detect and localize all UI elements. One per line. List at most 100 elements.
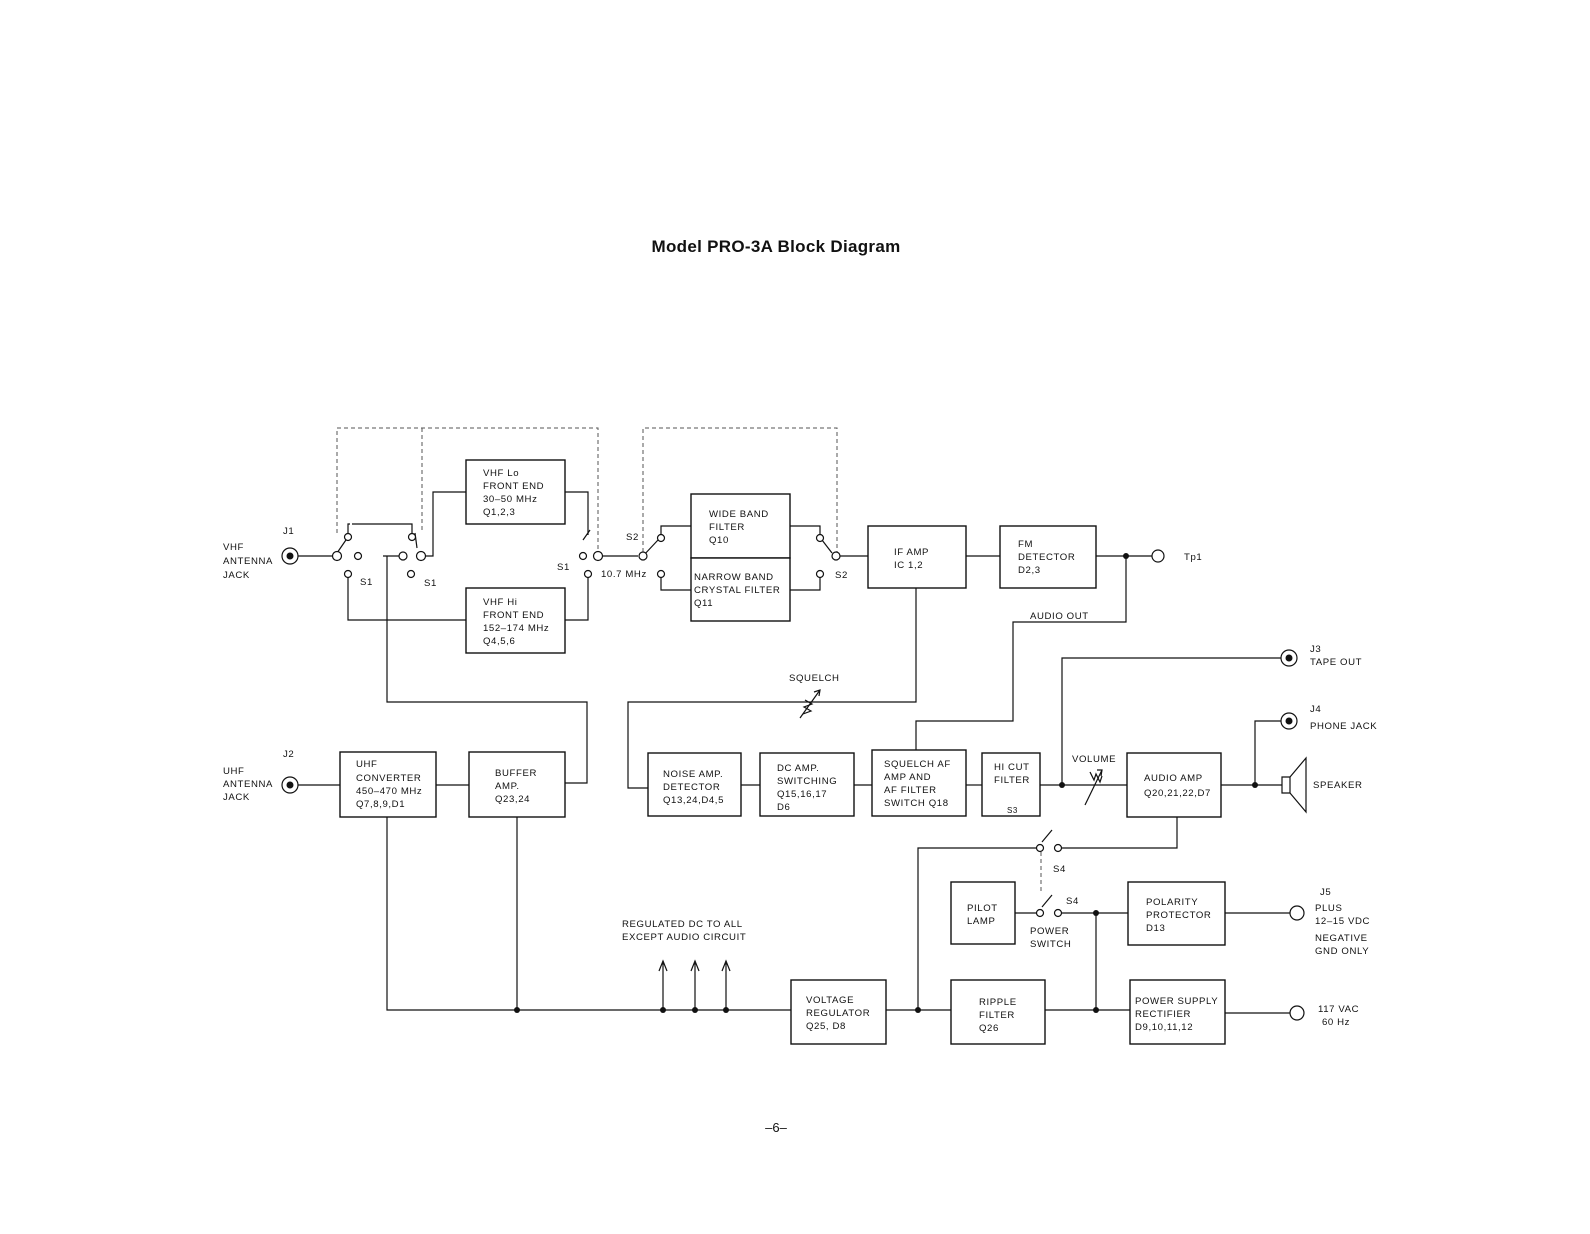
plus-label: PLUS: [1315, 903, 1342, 914]
svg-text:FRONT END: FRONT END: [483, 481, 544, 492]
svg-text:Q4,5,6: Q4,5,6: [483, 636, 515, 647]
s4-label-b: S4: [1066, 896, 1079, 907]
block-dc-amp-switching: DC AMP. SWITCHING Q15,16,17 D6: [759, 752, 855, 817]
svg-text:DC AMP.: DC AMP.: [777, 763, 819, 774]
svg-text:AMP.: AMP.: [495, 781, 520, 792]
tp1-label: Tp1: [1184, 552, 1202, 563]
svg-text:AMP AND: AMP AND: [884, 772, 931, 783]
svg-text:ANTENNA: ANTENNA: [223, 556, 273, 567]
s4-label-a: S4: [1053, 864, 1066, 875]
svg-text:GND ONLY: GND ONLY: [1315, 946, 1369, 957]
squelch-label: SQUELCH: [789, 673, 840, 684]
j5-terminal-icon: [1289, 905, 1305, 921]
audio-out-label: AUDIO OUT: [1030, 611, 1089, 622]
svg-text:Q15,16,17: Q15,16,17: [777, 789, 827, 800]
svg-text:JACK: JACK: [223, 570, 250, 581]
negative-label: NEGATIVE: [1315, 933, 1368, 944]
svg-text:SQUELCH AF: SQUELCH AF: [884, 759, 951, 770]
svg-text:450–470 MHz: 450–470 MHz: [356, 786, 422, 797]
svg-text:WIDE BAND: WIDE BAND: [709, 509, 769, 520]
block-noise-amp-detector: NOISE AMP. DETECTOR Q13,24,D4,5: [647, 752, 742, 817]
svg-text:Q1,2,3: Q1,2,3: [483, 507, 515, 518]
freq-10-7-label: 10.7 MHz: [601, 569, 647, 580]
regulated-dc-label: REGULATED DC TO ALL: [622, 919, 743, 930]
svg-text:DETECTOR: DETECTOR: [663, 782, 720, 793]
speaker-label: SPEAKER: [1313, 780, 1363, 791]
svg-text:30–50 MHz: 30–50 MHz: [483, 494, 537, 505]
block-fm-detector: FM DETECTOR D2,3: [999, 525, 1097, 589]
svg-text:PROTECTOR: PROTECTOR: [1146, 910, 1211, 921]
j4-label: J4: [1310, 704, 1321, 715]
junction-dots: [514, 553, 1258, 1013]
svg-text:SWITCH Q18: SWITCH Q18: [884, 798, 949, 809]
s1-gang-linkage: [336, 427, 599, 552]
svg-text:60 Hz: 60 Hz: [1322, 1017, 1350, 1028]
svg-text:FILTER: FILTER: [979, 1010, 1015, 1021]
j1-label: J1: [283, 526, 294, 537]
svg-text:FILTER: FILTER: [994, 775, 1030, 786]
block-vhf-hi-front-end: VHF Hi FRONT END 152–174 MHz Q4,5,6: [465, 587, 566, 654]
s1-label-a: S1: [360, 577, 373, 588]
svg-text:UHF: UHF: [356, 759, 378, 770]
svg-text:Q26: Q26: [979, 1023, 999, 1034]
tape-out-label: TAPE OUT: [1310, 657, 1362, 668]
svg-text:RIPPLE: RIPPLE: [979, 997, 1017, 1008]
uhf-jack-label: UHF: [223, 766, 245, 777]
svg-text:POWER SUPPLY: POWER SUPPLY: [1135, 996, 1218, 1007]
s2-gang-linkage: [642, 427, 838, 553]
svg-text:Q13,24,D4,5: Q13,24,D4,5: [663, 795, 724, 806]
svg-text:Q25, D8: Q25, D8: [806, 1021, 846, 1032]
svg-text:VHF Lo: VHF Lo: [483, 468, 519, 479]
block-ripple-filter: RIPPLE FILTER Q26: [950, 979, 1046, 1045]
j5-label: J5: [1320, 887, 1331, 898]
svg-text:CONVERTER: CONVERTER: [356, 773, 421, 784]
block-polarity-protector: POLARITY PROTECTOR D13: [1127, 881, 1226, 946]
block-vhf-lo-front-end: VHF Lo FRONT END 30–50 MHz Q1,2,3: [465, 459, 566, 525]
svg-text:DETECTOR: DETECTOR: [1018, 552, 1075, 563]
ac-label: 117 VAC: [1318, 1004, 1359, 1015]
j2-label: J2: [283, 749, 294, 760]
block-squelch-af-amp: SQUELCH AF AMP AND AF FILTER SWITCH Q18: [871, 749, 967, 817]
svg-text:D6: D6: [777, 802, 790, 813]
block-hi-cut-filter: HI CUT FILTER S3: [981, 752, 1041, 817]
svg-text:Q23,24: Q23,24: [495, 794, 530, 805]
wiring: [296, 491, 1307, 1014]
svg-text:AUDIO AMP: AUDIO AMP: [1144, 773, 1203, 784]
s2-label-a: S2: [626, 532, 639, 543]
svg-text:Q20,21,22,D7: Q20,21,22,D7: [1144, 788, 1211, 799]
svg-text:D9,10,11,12: D9,10,11,12: [1135, 1022, 1193, 1033]
svg-text:BUFFER: BUFFER: [495, 768, 537, 779]
svg-text:RECTIFIER: RECTIFIER: [1135, 1009, 1191, 1020]
j4-phone-jack-icon: [1280, 712, 1298, 730]
ac-terminal-icon: [1289, 1005, 1305, 1021]
j1-vhf-jack-icon: [281, 547, 299, 565]
svg-text:REGULATOR: REGULATOR: [806, 1008, 870, 1019]
svg-text:PILOT: PILOT: [967, 903, 998, 914]
svg-text:VHF Hi: VHF Hi: [483, 597, 518, 608]
j3-tape-out-jack-icon: [1280, 649, 1298, 667]
block-buffer-amp: BUFFER AMP. Q23,24: [468, 751, 566, 818]
svg-text:ANTENNA: ANTENNA: [223, 779, 273, 790]
svg-text:SWITCH: SWITCH: [1030, 939, 1071, 950]
s1-label-c: S1: [557, 562, 570, 573]
svg-text:CRYSTAL FILTER: CRYSTAL FILTER: [694, 585, 780, 596]
s1-label-b: S1: [424, 578, 437, 589]
svg-text:LAMP: LAMP: [967, 916, 996, 927]
s2-label-b: S2: [835, 570, 848, 581]
svg-text:FRONT END: FRONT END: [483, 610, 544, 621]
volume-label: VOLUME: [1072, 754, 1116, 765]
diagram-title: Model PRO-3A Block Diagram: [652, 237, 901, 256]
block-wide-band-filter: WIDE BAND FILTER Q10: [690, 493, 791, 559]
svg-text:D13: D13: [1146, 923, 1165, 934]
block-if-amp: IF AMP IC 1,2: [867, 525, 967, 589]
block-voltage-regulator: VOLTAGE REGULATOR Q25, D8: [790, 979, 887, 1045]
svg-text:IC 1,2: IC 1,2: [894, 560, 923, 571]
vhf-jack-label: VHF: [223, 542, 244, 553]
svg-text:VOLTAGE: VOLTAGE: [806, 995, 854, 1006]
svg-text:Q11: Q11: [694, 598, 713, 609]
block-power-supply-rectifier: POWER SUPPLY RECTIFIER D9,10,11,12: [1129, 979, 1226, 1045]
block-audio-amp: AUDIO AMP Q20,21,22,D7: [1126, 752, 1222, 818]
svg-text:EXCEPT AUDIO CIRCUIT: EXCEPT AUDIO CIRCUIT: [622, 932, 746, 943]
svg-text:Q10: Q10: [709, 535, 729, 546]
